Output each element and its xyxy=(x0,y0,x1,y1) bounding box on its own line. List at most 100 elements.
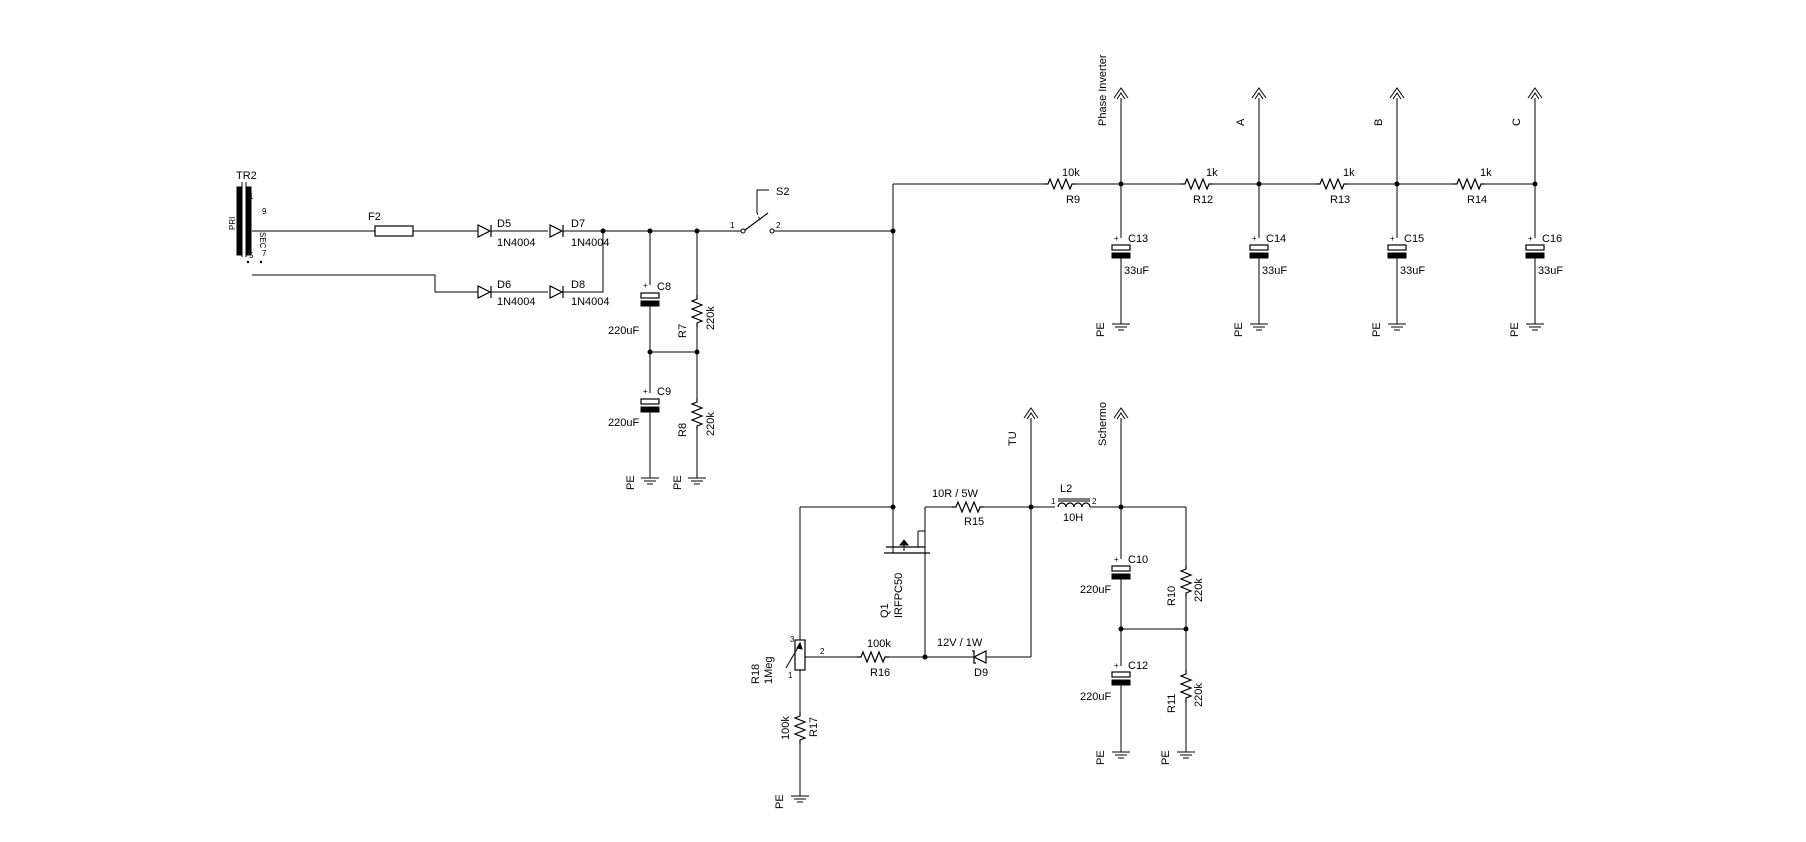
resistor-r13: 1k R13 xyxy=(1315,167,1355,206)
d6-ref: D6 xyxy=(497,279,511,291)
r10-ref: R10 xyxy=(1166,586,1178,606)
diode-d8: D8 1N4004 xyxy=(549,279,610,308)
r17-ref: R17 xyxy=(808,717,820,737)
tr2-pin9: 9 xyxy=(262,207,267,216)
ground-c9-label: PE xyxy=(625,475,637,490)
tu-label: TU xyxy=(1007,431,1019,446)
c13-value: 33uF xyxy=(1124,265,1149,277)
d7-ref: D7 xyxy=(571,218,585,230)
ground-r17-label: PE xyxy=(774,794,786,809)
r14-value: 1k xyxy=(1480,167,1492,179)
r18-pin3: 3 xyxy=(790,635,795,644)
ground-r8: PE xyxy=(672,471,707,490)
c9-polarity: + xyxy=(643,387,648,396)
resistor-r11: R11 220k xyxy=(1166,669,1205,713)
q1-ref: Q1 xyxy=(879,603,891,618)
resistor-r7: R7 220k xyxy=(677,294,717,338)
r16-ref: R16 xyxy=(870,667,890,679)
resistor-r10: R10 220k xyxy=(1166,564,1205,606)
ground-r11-label: PE xyxy=(1160,750,1172,765)
b-label: B xyxy=(1373,119,1385,126)
r18-pin2: 2 xyxy=(820,647,825,656)
d8-ref: D8 xyxy=(571,279,585,291)
ground-c16-label: PE xyxy=(1509,322,1521,337)
resistor-r8: R8 220k xyxy=(677,397,717,437)
r13-value: 1k xyxy=(1343,167,1355,179)
output-phase-inverter: Phase Inverter xyxy=(1097,54,1129,126)
c16-ref: C16 xyxy=(1542,233,1562,245)
capacitor-c15: + C15 33uF xyxy=(1387,233,1425,277)
r18-ref: R18 xyxy=(750,664,762,684)
l2-value: 10H xyxy=(1063,512,1083,524)
r12-value: 1k xyxy=(1206,167,1218,179)
c12-ref: C12 xyxy=(1128,660,1148,672)
r11-value: 220k xyxy=(1193,683,1205,707)
s2-pin2: 2 xyxy=(776,221,781,230)
ground-r11: PE xyxy=(1160,745,1196,765)
c15-value: 33uF xyxy=(1400,265,1425,277)
d8-value: 1N4004 xyxy=(571,296,610,308)
c12-polarity: + xyxy=(1114,661,1119,670)
c8-polarity: + xyxy=(643,281,648,290)
resistor-r12: 1k R12 xyxy=(1180,167,1218,206)
schermo-label: Schermo xyxy=(1097,402,1109,446)
c10-ref: C10 xyxy=(1128,554,1148,566)
c14-ref: C14 xyxy=(1266,233,1286,245)
f2-ref: F2 xyxy=(368,211,381,223)
r14-ref: R14 xyxy=(1467,194,1487,206)
diode-d7: D7 1N4004 xyxy=(549,218,610,249)
ground-c13: PE xyxy=(1095,317,1131,337)
diode-d5: D5 1N4004 xyxy=(477,218,536,249)
potentiometer-r18: R18 1Meg 3 1 2 xyxy=(750,635,825,684)
r8-ref: R8 xyxy=(677,423,689,437)
tr2-pin7: 7 xyxy=(262,249,267,258)
resistor-r14: 1k R14 xyxy=(1452,167,1492,206)
r15-ref: R15 xyxy=(964,516,984,528)
phase-inverter-label: Phase Inverter xyxy=(1097,54,1109,126)
r16-value: 100k xyxy=(867,638,891,650)
ground-c15: PE xyxy=(1371,317,1407,337)
capacitor-c16: + C16 33uF xyxy=(1525,233,1563,277)
l2-pin2: 2 xyxy=(1092,497,1097,506)
c12-value: 220uF xyxy=(1080,691,1111,703)
inductor-l2: L2 10H 1 2 xyxy=(1051,483,1097,524)
d7-value: 1N4004 xyxy=(571,237,610,249)
l2-ref: L2 xyxy=(1060,483,1072,495)
c13-polarity: + xyxy=(1114,234,1119,243)
ground-c14: PE xyxy=(1233,317,1269,337)
c8-ref: C8 xyxy=(657,281,671,293)
output-tu: TU xyxy=(1007,407,1039,446)
transformer-tr2: TR2 1 5 9 7 PRI SEC xyxy=(228,170,267,264)
c15-ref: C15 xyxy=(1404,233,1424,245)
tr2-ref: TR2 xyxy=(236,170,257,182)
r9-value: 10k xyxy=(1062,167,1080,179)
d5-ref: D5 xyxy=(497,218,511,230)
tr2-pin5: 5 xyxy=(249,251,254,260)
fuse-f2: F2 xyxy=(367,211,478,237)
tr2-pri-label: PRI xyxy=(228,217,237,230)
resistor-r17: 100k R17 xyxy=(780,711,820,745)
capacitor-c14: + C14 33uF xyxy=(1249,233,1287,277)
capacitor-c13: + C13 33uF xyxy=(1111,233,1149,277)
mosfet-q1: Q1 IRFPC50 xyxy=(879,507,930,618)
c10-polarity: + xyxy=(1114,555,1119,564)
a-label: A xyxy=(1235,118,1247,126)
r7-ref: R7 xyxy=(677,324,689,338)
output-c: C xyxy=(1511,87,1543,126)
tr2-sec-label: SEC xyxy=(258,232,267,249)
output-schermo: Schermo xyxy=(1097,402,1129,446)
c9-ref: C9 xyxy=(657,386,671,398)
ground-c16: PE xyxy=(1509,317,1545,337)
output-a: A xyxy=(1235,87,1267,126)
zener-diode-d9: 12V / 1W D9 xyxy=(937,637,988,679)
ground-c9: PE xyxy=(625,471,660,490)
ground-c12: PE xyxy=(1095,745,1131,765)
c13-ref: C13 xyxy=(1128,233,1148,245)
capacitor-c10: + C10 220uF xyxy=(1080,554,1148,596)
l2-pin1: 1 xyxy=(1051,497,1056,506)
d9-ref: D9 xyxy=(974,667,988,679)
s2-ref: S2 xyxy=(776,186,789,198)
r18-value: 1Meg xyxy=(763,656,775,684)
r17-value: 100k xyxy=(780,716,792,740)
